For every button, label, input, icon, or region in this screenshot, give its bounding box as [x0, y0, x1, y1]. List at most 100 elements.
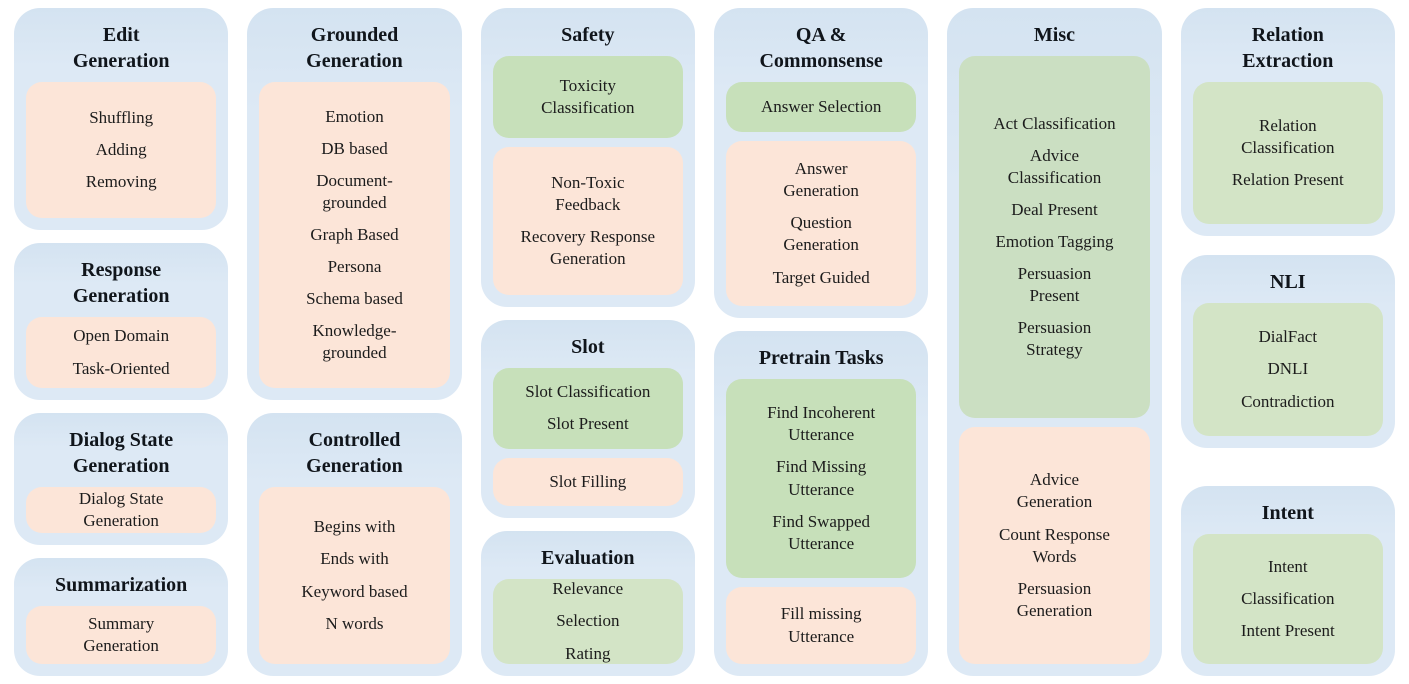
- task-item: Slot Filling: [549, 471, 627, 491]
- task-item: N words: [325, 613, 384, 633]
- task-item: Recovery Response Generation: [520, 227, 656, 269]
- task-item: Emotion: [325, 106, 384, 126]
- task-item: Deal Present: [1011, 199, 1098, 219]
- task-item: Target Guided: [772, 267, 870, 287]
- card-title: Grounded Generation: [306, 24, 403, 72]
- task-item: Open Domain: [73, 326, 170, 346]
- card-title: Misc: [1033, 24, 1076, 46]
- card-title: Response Generation: [72, 259, 170, 307]
- task-item: Adding: [95, 139, 147, 159]
- task-item: Removing: [85, 172, 157, 192]
- task-item: Find Incoherent Utterance: [767, 403, 876, 445]
- task-item: Intent: [1267, 556, 1308, 576]
- card-title: Edit Generation: [72, 24, 170, 72]
- task-item: Answer Generation: [783, 159, 859, 201]
- card-title: NLI: [1270, 271, 1306, 293]
- peach-task-box: Fill missing Utterance: [725, 587, 917, 664]
- task-item: Keyword based: [301, 581, 408, 601]
- task-item: Slot Classification: [525, 382, 651, 402]
- task-item: Ends with: [320, 549, 389, 569]
- task-item: DNLI: [1267, 359, 1309, 379]
- task-item: Dialog State Generation: [78, 488, 164, 530]
- task-item: Persuasion Generation: [1016, 578, 1093, 620]
- peach-task-box: Dialog State Generation: [26, 487, 217, 533]
- card-title: Safety: [561, 24, 615, 46]
- task-item: Relation Classification: [1241, 115, 1335, 157]
- task-item: Summary Generation: [83, 613, 159, 655]
- task-item: Advice Classification: [1007, 145, 1102, 187]
- card-title: Intent: [1261, 502, 1314, 524]
- task-item: Slot Present: [546, 414, 629, 434]
- green-task-box: Answer Selection: [725, 82, 917, 132]
- task-item: Question Generation: [783, 213, 859, 255]
- task-item: DialFact: [1258, 327, 1318, 347]
- task-item: Rating: [565, 643, 611, 663]
- task-item: Selection: [556, 611, 620, 631]
- card-title: Pretrain Tasks: [758, 347, 884, 369]
- task-item: Document- grounded: [316, 170, 393, 212]
- task-item: Schema based: [306, 289, 403, 309]
- task-item: Relevance: [552, 579, 624, 599]
- card-title: QA & Commonsense: [759, 24, 883, 72]
- card-title: Evaluation: [541, 547, 635, 569]
- task-item: Relation Present: [1231, 170, 1344, 190]
- task-item: Persona: [327, 257, 382, 277]
- task-item: Act Classification: [993, 113, 1116, 133]
- task-item: Find Missing Utterance: [776, 457, 867, 499]
- task-item: Shuffling: [89, 107, 154, 127]
- task-item: Task-Oriented: [72, 358, 170, 378]
- task-item: Persuasion Present: [1017, 264, 1092, 306]
- card-title: Summarization: [55, 574, 188, 596]
- card-title: Controlled Generation: [306, 429, 403, 477]
- task-item: Contradiction: [1241, 391, 1335, 411]
- card-title: Dialog State Generation: [69, 429, 174, 477]
- task-item: Emotion Tagging: [995, 232, 1114, 252]
- task-item: Persuasion Strategy: [1017, 318, 1092, 360]
- task-item: Toxicity Classification: [541, 75, 635, 117]
- task-item: Non-Toxic Feedback: [551, 172, 625, 214]
- task-item: Find Swapped Utterance: [772, 511, 871, 553]
- task-item: Intent Present: [1240, 621, 1335, 641]
- task-item: Knowledge- grounded: [312, 321, 397, 363]
- peach-task-box: Slot Filling: [492, 457, 683, 506]
- task-item: Advice Generation: [1016, 470, 1093, 512]
- green-task-box: Toxicity Classification: [492, 56, 683, 138]
- task-item: Graph Based: [310, 224, 399, 244]
- card-title: Relation Extraction: [1242, 24, 1334, 72]
- task-item: Count Response Words: [998, 524, 1110, 566]
- task-item: Answer Selection: [760, 96, 882, 116]
- task-item: Begins with: [313, 517, 396, 537]
